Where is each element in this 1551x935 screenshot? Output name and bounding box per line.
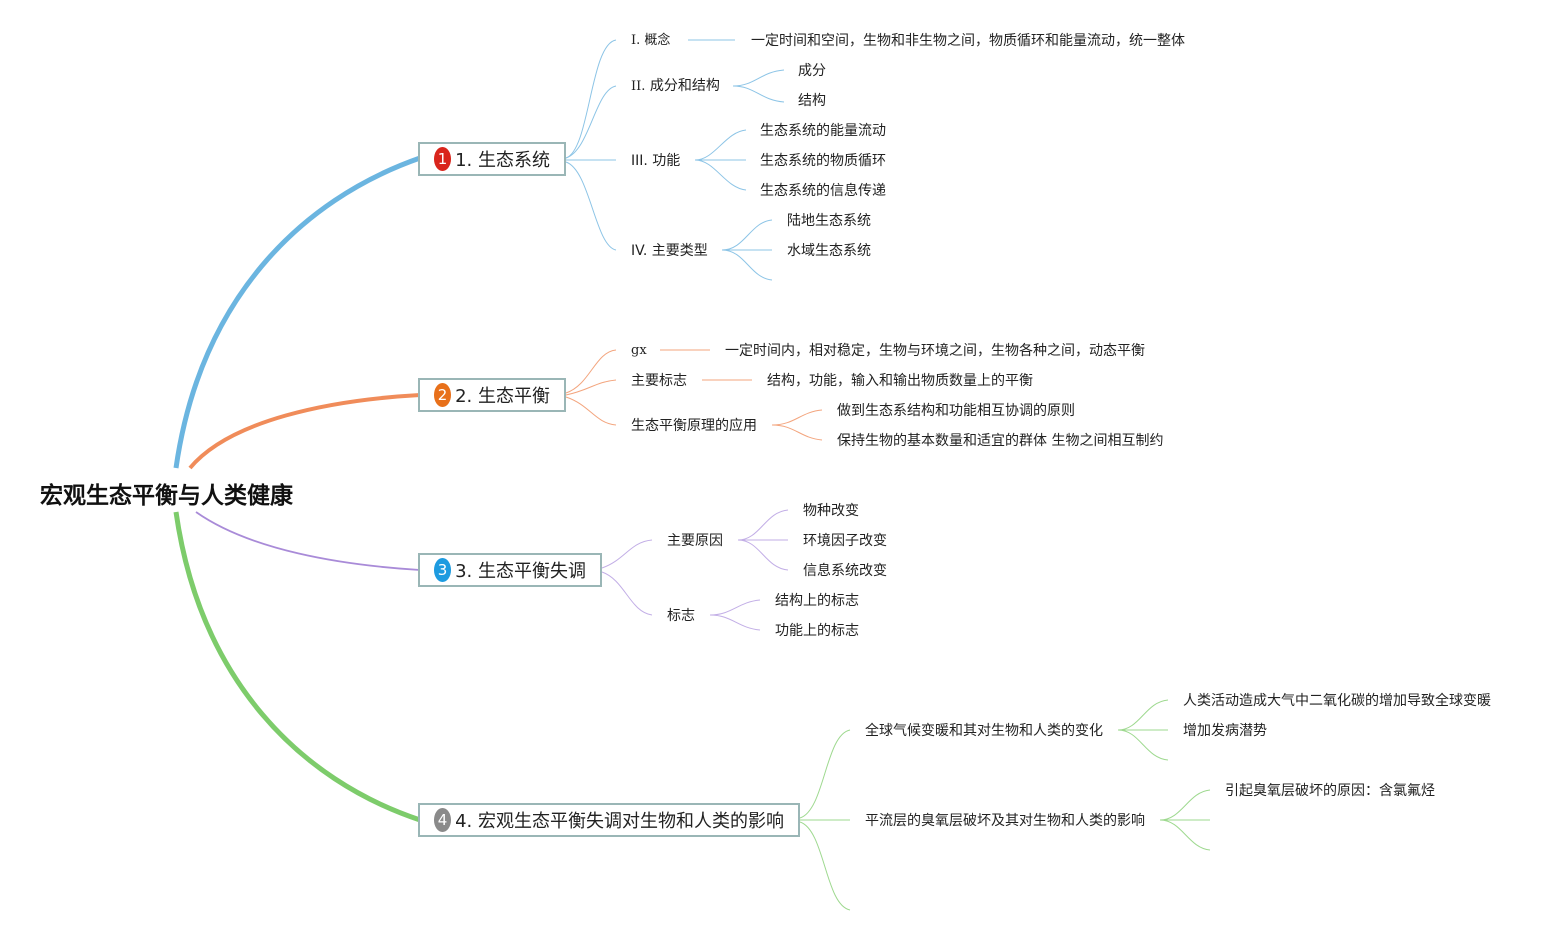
topic-function[interactable]: III. 功能 bbox=[631, 153, 681, 169]
topic-material-cycle[interactable]: 生态系统的物质循环 bbox=[760, 153, 886, 169]
topic-concept[interactable]: I. 概念 bbox=[631, 33, 671, 48]
topic-functional-signs[interactable]: 功能上的标志 bbox=[775, 623, 859, 639]
branch-label: 4. 宏观生态平衡失调对生物和人类的影响 bbox=[455, 811, 784, 832]
topic-signs[interactable]: 标志 bbox=[667, 608, 695, 624]
priority-badge-3: 3 bbox=[434, 558, 452, 582]
topic-concept-definition[interactable]: 一定时间和空间，生物和非生物之间，物质循环和能量流动，统一整体 bbox=[751, 33, 1185, 49]
topic-population-balance[interactable]: 保持生物的基本数量和适宜的群体 生物之间相互制约 bbox=[837, 433, 1164, 449]
branch-2-lines bbox=[565, 349, 823, 441]
topic-ozone-cause[interactable]: 引起臭氧层破坏的原因：含氯氟烃 bbox=[1225, 783, 1435, 799]
topic-main-causes[interactable]: 主要原因 bbox=[667, 533, 723, 549]
topic-main-signs[interactable]: 主要标志 bbox=[631, 373, 687, 389]
topic-components[interactable]: 成分 bbox=[798, 63, 826, 79]
branch-label: 3. 生态平衡失调 bbox=[455, 561, 586, 582]
topic-info-system-change[interactable]: 信息系统改变 bbox=[803, 563, 887, 579]
branch-4-lines bbox=[799, 699, 1211, 911]
topic-gx-definition[interactable]: 一定时间内，相对稳定，生物与环境之间，生物各种之间，动态平衡 bbox=[725, 343, 1145, 359]
branch-4-curve bbox=[173, 511, 421, 823]
topic-components-structure[interactable]: II. 成分和结构 bbox=[631, 78, 720, 94]
priority-badge-1: 1 bbox=[434, 147, 452, 171]
branch-label: 1. 生态系统 bbox=[455, 150, 550, 171]
branch-impact[interactable]: 4 4. 宏观生态平衡失调对生物和人类的影响 bbox=[418, 803, 800, 837]
topic-co2-increase[interactable]: 人类活动造成大气中二氧化碳的增加导致全球变暖 bbox=[1183, 693, 1491, 709]
priority-badge-2: 2 bbox=[434, 383, 452, 407]
topic-structural-signs[interactable]: 结构上的标志 bbox=[775, 593, 859, 609]
topic-main-types[interactable]: IV. 主要类型 bbox=[631, 243, 708, 259]
priority-badge-4: 4 bbox=[434, 808, 452, 832]
branch-ecosystem[interactable]: 1 1. 生态系统 bbox=[418, 142, 566, 176]
topic-gx[interactable]: gx bbox=[631, 343, 647, 358]
topic-water-ecosystem[interactable]: 水域生态系统 bbox=[787, 243, 871, 259]
topic-info-transfer[interactable]: 生态系统的信息传递 bbox=[760, 183, 886, 199]
topic-energy-flow[interactable]: 生态系统的能量流动 bbox=[760, 123, 886, 139]
topic-coordination-principle[interactable]: 做到生态系结构和功能相互协调的原则 bbox=[837, 403, 1075, 419]
topic-label: 成分和结构 bbox=[649, 78, 720, 94]
topic-balance-application[interactable]: 生态平衡原理的应用 bbox=[631, 418, 757, 434]
branch-3-curve bbox=[195, 511, 421, 571]
branch-3-lines bbox=[601, 509, 789, 631]
branch-2-curve bbox=[188, 393, 421, 470]
topic-land-ecosystem[interactable]: 陆地生态系统 bbox=[787, 213, 871, 229]
topic-species-change[interactable]: 物种改变 bbox=[803, 503, 859, 519]
branch-1-lines bbox=[565, 39, 785, 281]
topic-main-signs-detail[interactable]: 结构，功能，输入和输出物质数量上的平衡 bbox=[767, 373, 1033, 389]
branch-1-curve bbox=[173, 155, 421, 469]
topic-global-warming[interactable]: 全球气候变暖和其对生物和人类的变化 bbox=[865, 723, 1103, 739]
topic-environment-change[interactable]: 环境因子改变 bbox=[803, 533, 887, 549]
branch-ecological-balance[interactable]: 2 2. 生态平衡 bbox=[418, 378, 566, 412]
branch-imbalance[interactable]: 3 3. 生态平衡失调 bbox=[418, 553, 602, 587]
topic-structure[interactable]: 结构 bbox=[798, 93, 826, 109]
topic-ozone-depletion[interactable]: 平流层的臭氧层破坏及其对生物和人类的影响 bbox=[865, 813, 1145, 829]
topic-disease-potential[interactable]: 增加发病潜势 bbox=[1183, 723, 1267, 739]
branch-label: 2. 生态平衡 bbox=[455, 386, 550, 407]
central-topic[interactable]: 宏观生态平衡与人类健康 bbox=[40, 483, 293, 509]
